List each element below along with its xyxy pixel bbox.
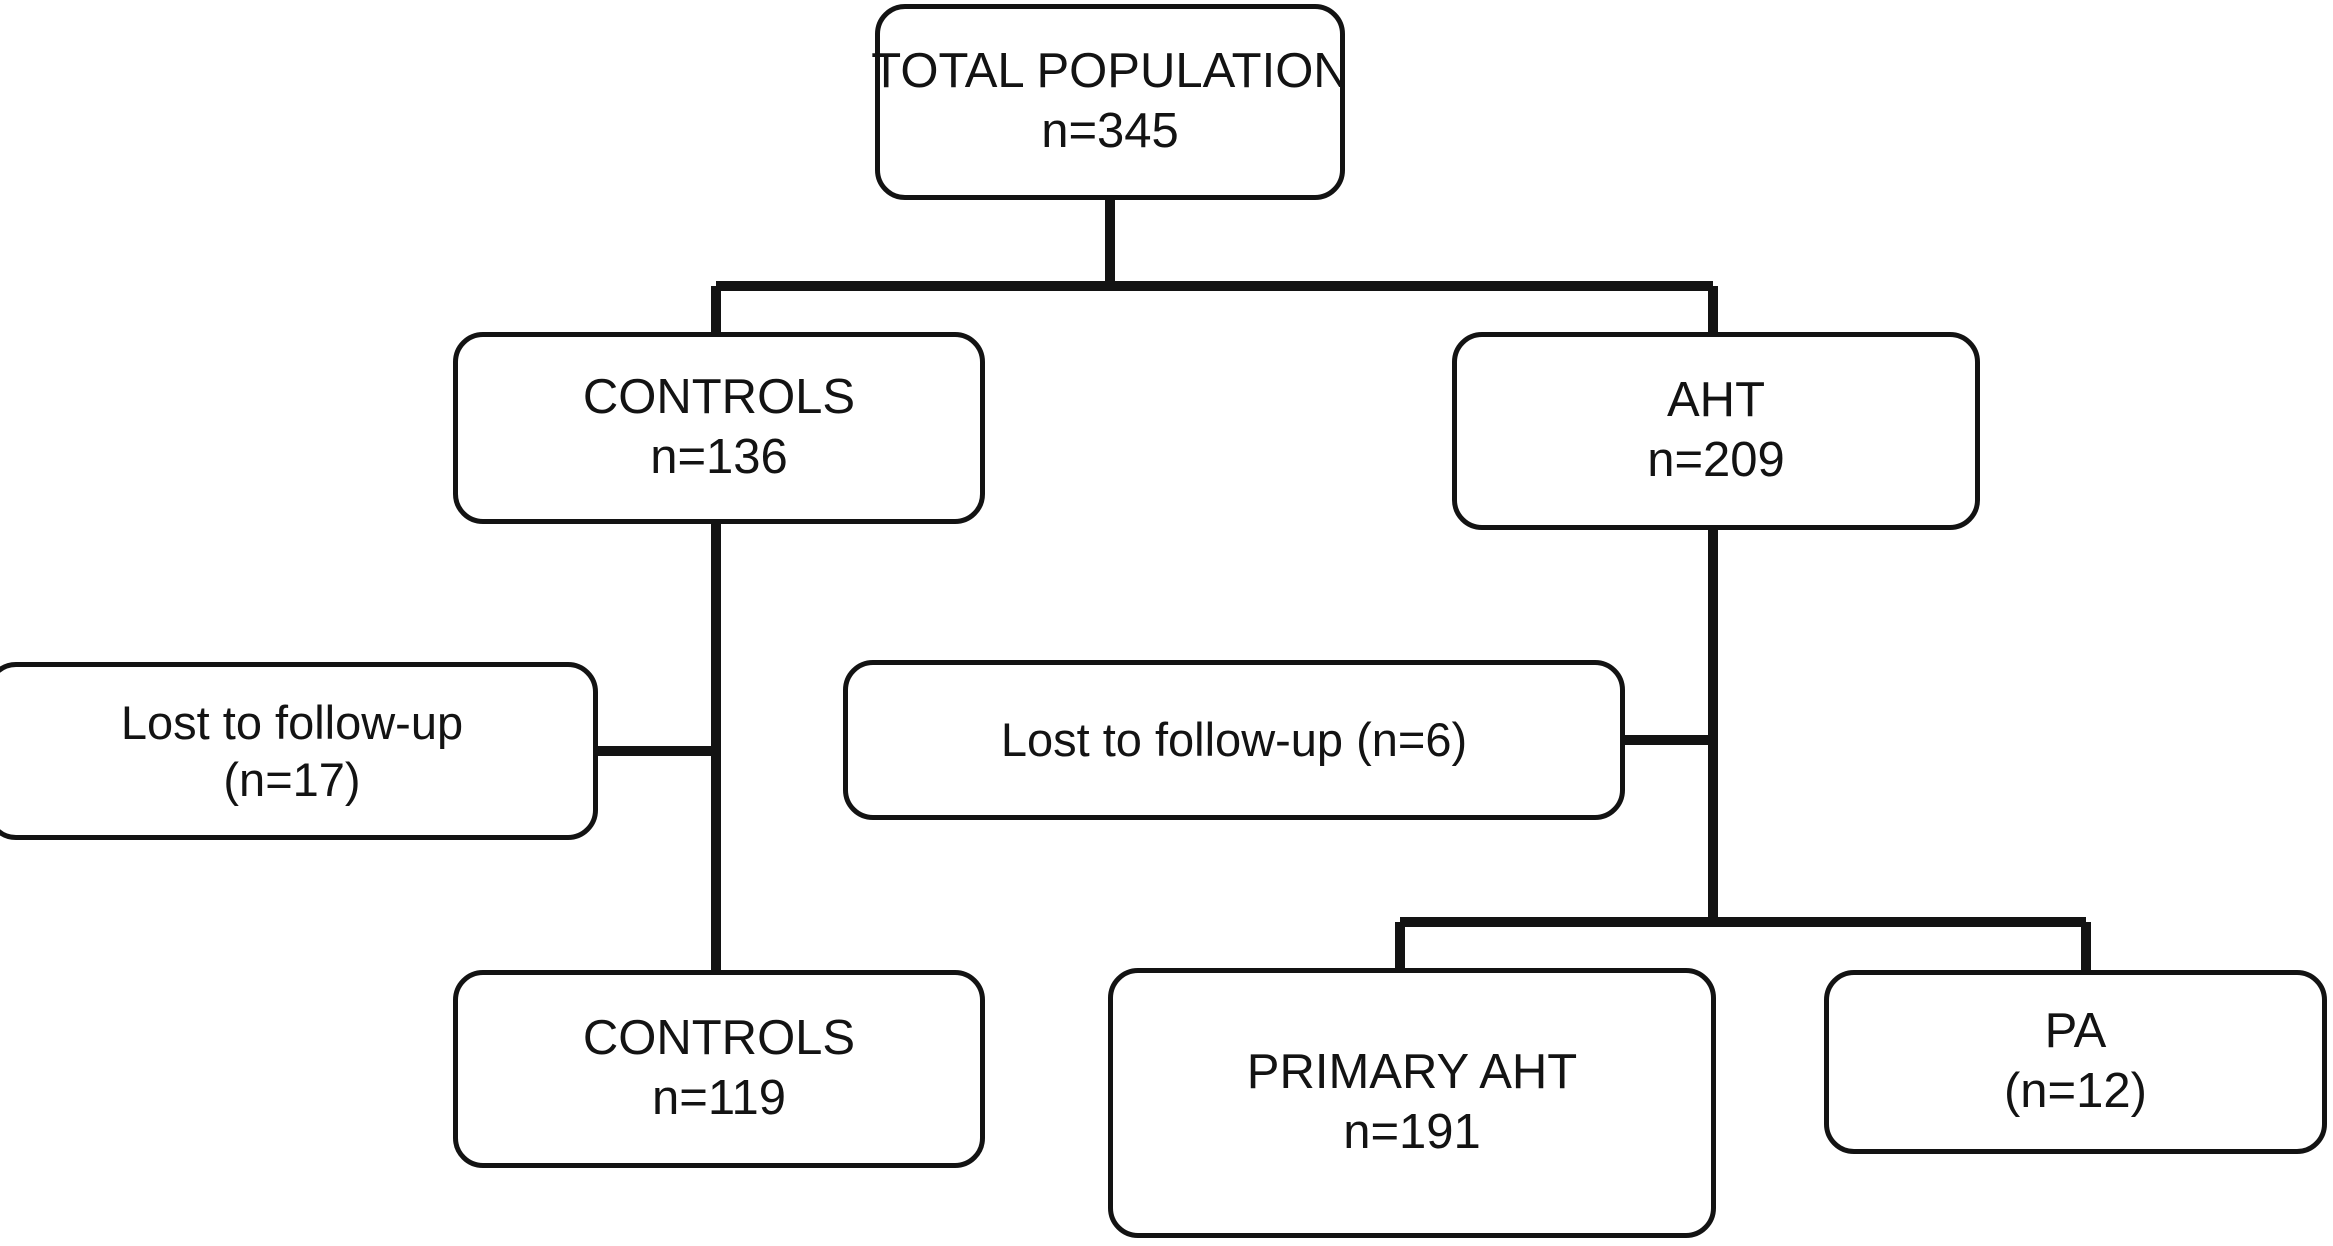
total-population-label: TOTAL POPULATION — [871, 44, 1349, 99]
primary-aht-label: PRIMARY AHT — [1246, 1045, 1578, 1100]
controls-final-box[interactable]: CONTROLS n=119 — [453, 970, 985, 1168]
controls-initial-label: CONTROLS — [582, 370, 856, 425]
pa-box[interactable]: PA (n=12) — [1824, 970, 2327, 1154]
pa-label: PA — [2044, 1004, 2107, 1059]
aht-label: AHT — [1667, 373, 1765, 428]
total-population-box[interactable]: TOTAL POPULATION n=345 — [871, 4, 1349, 200]
lost-to-follow-up-aht-label: Lost to follow-up (n=6) — [1000, 713, 1468, 767]
lost-to-follow-up-controls-count: (n=17) — [223, 753, 361, 806]
controls-final-label: CONTROLS — [582, 1011, 856, 1066]
aht-count: n=209 — [1647, 433, 1785, 487]
primary-aht-box[interactable]: PRIMARY AHT n=191 — [1108, 968, 1716, 1238]
lost-to-follow-up-controls-label: Lost to follow-up — [120, 695, 464, 749]
total-population-count: n=345 — [1041, 104, 1179, 158]
controls-initial-box[interactable]: CONTROLS n=136 — [453, 332, 985, 524]
primary-aht-count: n=191 — [1343, 1105, 1481, 1159]
lost-to-follow-up-aht-box[interactable]: Lost to follow-up (n=6) — [843, 660, 1625, 820]
controls-final-count: n=119 — [652, 1071, 786, 1125]
aht-box[interactable]: AHT n=209 — [1452, 332, 1980, 530]
lost-to-follow-up-controls-box[interactable]: Lost to follow-up (n=17) — [0, 662, 598, 840]
controls-initial-count: n=136 — [650, 430, 788, 484]
pa-count: (n=12) — [2003, 1064, 2147, 1118]
